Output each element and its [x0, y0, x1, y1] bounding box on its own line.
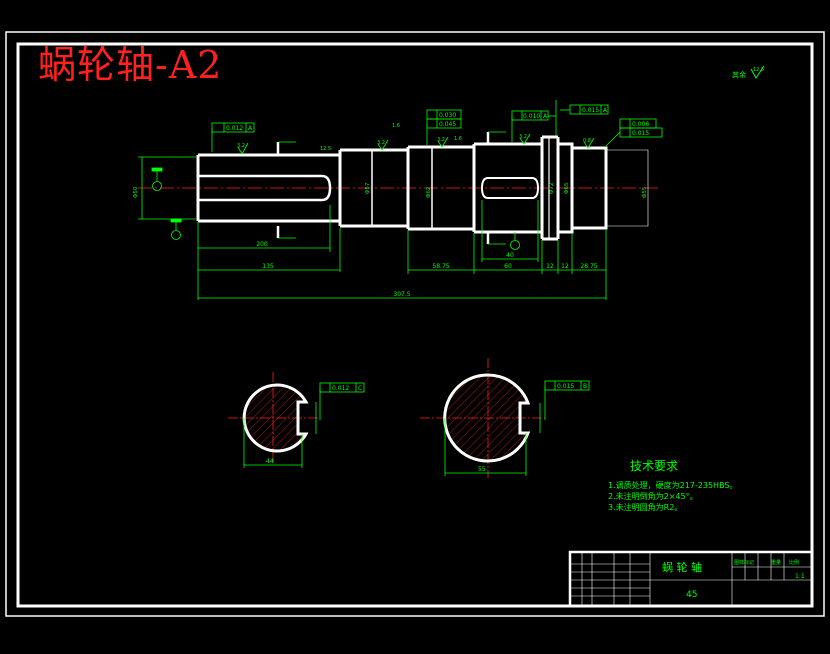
- svg-text:3.2: 3.2: [437, 137, 445, 143]
- dim-d4: 60: [504, 263, 512, 270]
- keyway-left: [198, 174, 332, 202]
- svg-text:Φ72: Φ72: [549, 183, 555, 194]
- dim-d1: 200: [256, 241, 268, 248]
- section-right-profile: [443, 373, 531, 463]
- svg-text:0.012: 0.012: [226, 125, 243, 132]
- svg-text:Φ50: Φ50: [133, 186, 139, 198]
- shaft-segment-1: [196, 153, 340, 223]
- title-block-part-name: 蜗 轮 轴: [662, 560, 702, 574]
- svg-text:1.6: 1.6: [392, 123, 400, 129]
- drawing-title: 蜗轮轴-A2: [38, 43, 223, 87]
- shaft-segment-2: [338, 148, 408, 228]
- roughness-note-value: 12.5: [753, 67, 764, 73]
- roughness-symbols: 3.2 12.5 3.2 1.6 3.2 1.6 3.2 0.8: [237, 123, 595, 155]
- shaft-collar: [540, 135, 560, 241]
- tolerance-frame-2: 0.030 0.045: [426, 109, 462, 145]
- svg-text:3.2: 3.2: [519, 134, 527, 140]
- section-right-tol: 0.015: [557, 383, 574, 390]
- svg-text:0.015: 0.015: [632, 130, 649, 137]
- section-left-ref: C: [358, 385, 362, 392]
- shaft-segment-7: [572, 146, 608, 230]
- shaft-segment-3: [406, 145, 474, 231]
- section-left-tol: 0.012: [332, 385, 349, 392]
- inner-frame: [16, 42, 814, 608]
- roughness-symbol-icon: [750, 65, 765, 79]
- tolerance-frame-1: 0.012 A: [211, 122, 255, 152]
- dim-d6: 12: [561, 263, 569, 270]
- datum-a-icon: [152, 181, 162, 191]
- diameter-labels: Φ50 Φ57 Φ62 Φ72 Φ65 Φ55: [133, 182, 648, 198]
- tech-req-item-3: 3.未注明圆角为R2。: [608, 502, 682, 512]
- dim-d7: 28.75: [580, 263, 597, 270]
- tolerance-frames: 0.012 A 0.030 0.045 0.010 A 0.015: [211, 100, 663, 152]
- dim-d2: 135: [262, 263, 274, 270]
- section-markers: [276, 132, 490, 244]
- shaft-outline: [196, 135, 608, 241]
- outer-frame: [5, 31, 825, 617]
- dim-d3: 58.75: [432, 263, 449, 270]
- tolerance-frame-5: 0.006 0.015: [605, 118, 663, 147]
- section-right-width: 55: [478, 466, 486, 473]
- svg-text:A: A: [603, 107, 608, 114]
- title-block-header-3: 比例: [789, 559, 799, 566]
- section-right-ref: B: [583, 383, 587, 390]
- svg-text:12.5: 12.5: [320, 146, 331, 152]
- svg-text:A: A: [248, 125, 253, 132]
- svg-text:3.2: 3.2: [237, 143, 245, 149]
- title-block-header-2: 重量: [771, 559, 781, 566]
- svg-text:A: A: [543, 113, 548, 120]
- left-diameter-dim: [138, 156, 196, 220]
- tech-req-item-2: 2.未注明倒角为2×45°。: [608, 491, 698, 501]
- tolerance-frame-4: 0.015 A: [560, 104, 609, 115]
- datum-c-icon: [171, 230, 181, 240]
- svg-text:0.015: 0.015: [582, 107, 599, 114]
- tech-req-item-1: 1.调质处理，硬度为217-235HBS。: [608, 480, 738, 490]
- datum-b-icon: [510, 240, 520, 250]
- svg-text:1.6: 1.6: [454, 136, 462, 142]
- keyway-right: [480, 177, 540, 199]
- svg-text:0.8: 0.8: [583, 138, 591, 144]
- svg-text:Φ62: Φ62: [426, 187, 432, 198]
- section-left-width: 44: [266, 458, 274, 465]
- shaft-end-extension: [606, 149, 649, 227]
- section-left-profile: [242, 383, 309, 453]
- shaft-segment-4: [472, 142, 542, 234]
- shaft-segment-6: [558, 142, 574, 234]
- section-right: 55 0.015 B: [420, 358, 590, 478]
- title-block-header-1: 图样标记: [734, 559, 754, 566]
- section-left: 44 0.012 C: [228, 372, 365, 468]
- technical-requirements: 技术要求 1.调质处理，硬度为217-235HBS。 2.未注明倒角为2×45°…: [608, 459, 738, 512]
- roughness-note: 其余 12.5: [732, 65, 765, 79]
- svg-text:Φ57: Φ57: [365, 182, 371, 194]
- title-block-scale: 1:1: [795, 573, 805, 580]
- svg-text:Φ55: Φ55: [642, 186, 648, 198]
- svg-text:0.045: 0.045: [439, 121, 456, 128]
- horizontal-dims: [197, 200, 607, 300]
- svg-text:0.006: 0.006: [632, 121, 649, 128]
- dim-texts: 200 135 58.75 60 12 12 28.75 40 307.5: [256, 241, 597, 298]
- title-block: 蜗 轮 轴 45 1:1 图样标记 重量 比例: [568, 550, 814, 608]
- svg-text:Φ65: Φ65: [564, 182, 570, 194]
- tech-req-heading: 技术要求: [630, 459, 678, 473]
- datum-markers: [151, 167, 520, 250]
- roughness-note-text: 其余: [732, 70, 746, 79]
- section-arrows: [278, 131, 506, 245]
- svg-text:0.010: 0.010: [523, 113, 540, 120]
- tolerance-frame-3: 0.010 A: [511, 100, 557, 142]
- dim-d8: 40: [506, 252, 514, 259]
- dim-d5: 12: [546, 263, 554, 270]
- svg-text:3.2: 3.2: [377, 140, 385, 146]
- svg-text:0.030: 0.030: [439, 112, 456, 119]
- title-block-material: 45: [686, 590, 697, 600]
- dim-total: 307.5: [393, 291, 410, 298]
